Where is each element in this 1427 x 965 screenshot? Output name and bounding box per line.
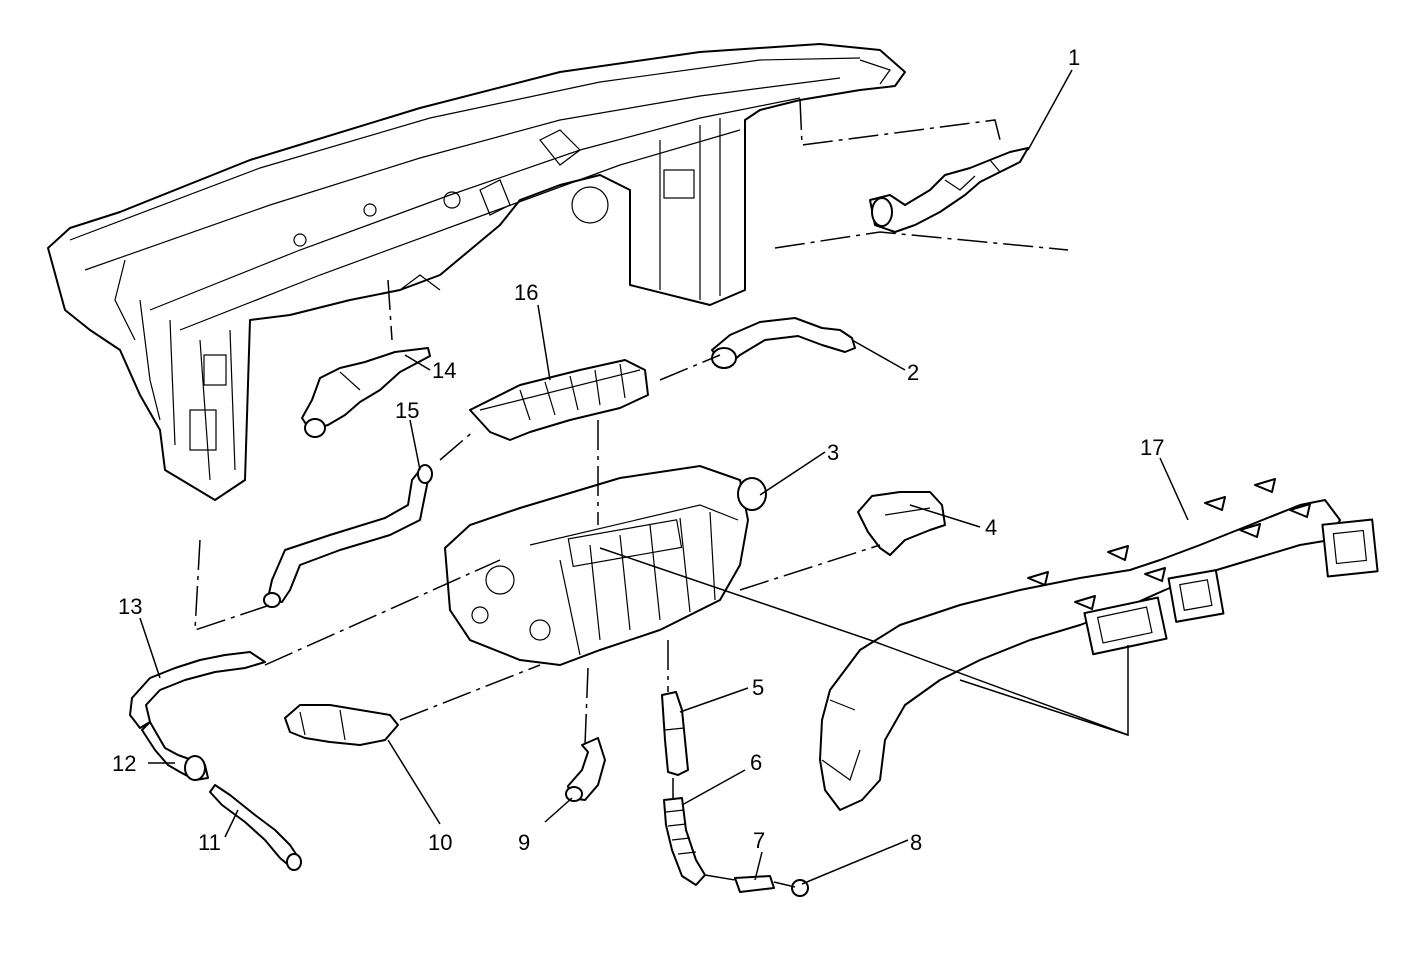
callout-4: 4 — [985, 515, 997, 540]
callout-12: 12 — [112, 751, 136, 776]
part-1-outlet-duct — [869, 147, 1029, 233]
callout-8: 8 — [910, 830, 922, 855]
part-8-end-fitting — [791, 879, 809, 897]
callout-10: 10 — [428, 830, 452, 855]
callout-11: 11 — [198, 830, 221, 855]
part-17-duct-assembly — [819, 478, 1379, 811]
part-10-duct — [284, 704, 399, 746]
callout-2: 2 — [907, 360, 919, 385]
callout-16: 16 — [514, 280, 538, 305]
part-13-hose — [129, 651, 266, 729]
callout-14: 14 — [432, 358, 456, 383]
part-3-hvac-case — [443, 464, 767, 667]
part-9-drain-tube — [565, 737, 606, 802]
callout-17: 17 — [1140, 435, 1164, 460]
callout-3: 3 — [827, 440, 839, 465]
part-4-connector — [857, 491, 946, 556]
part-16-upper-module — [469, 359, 649, 441]
callout-13: 13 — [118, 594, 142, 619]
part-2-hose — [711, 317, 856, 369]
assembly-lines — [194, 99, 1069, 888]
callout-15: 15 — [395, 398, 419, 423]
part-5-aspirator — [661, 691, 689, 776]
instrument-panel-carrier — [47, 43, 906, 501]
part-14-duct — [301, 347, 431, 438]
part-6-aspirator-hose — [663, 797, 706, 886]
part-7-connector — [734, 875, 775, 893]
leader-lines — [139, 69, 1189, 885]
part-12-valve — [141, 721, 209, 781]
callout-labels: 1 2 3 4 5 6 7 8 9 10 11 12 13 14 15 16 1… — [112, 45, 1164, 855]
callout-7: 7 — [753, 828, 765, 853]
callout-9: 9 — [518, 830, 530, 855]
callout-1: 1 — [1068, 45, 1080, 70]
callout-5: 5 — [752, 675, 764, 700]
part-11-pipe — [209, 784, 302, 871]
part-15-heater-hose — [263, 464, 433, 608]
callout-6: 6 — [750, 750, 762, 775]
